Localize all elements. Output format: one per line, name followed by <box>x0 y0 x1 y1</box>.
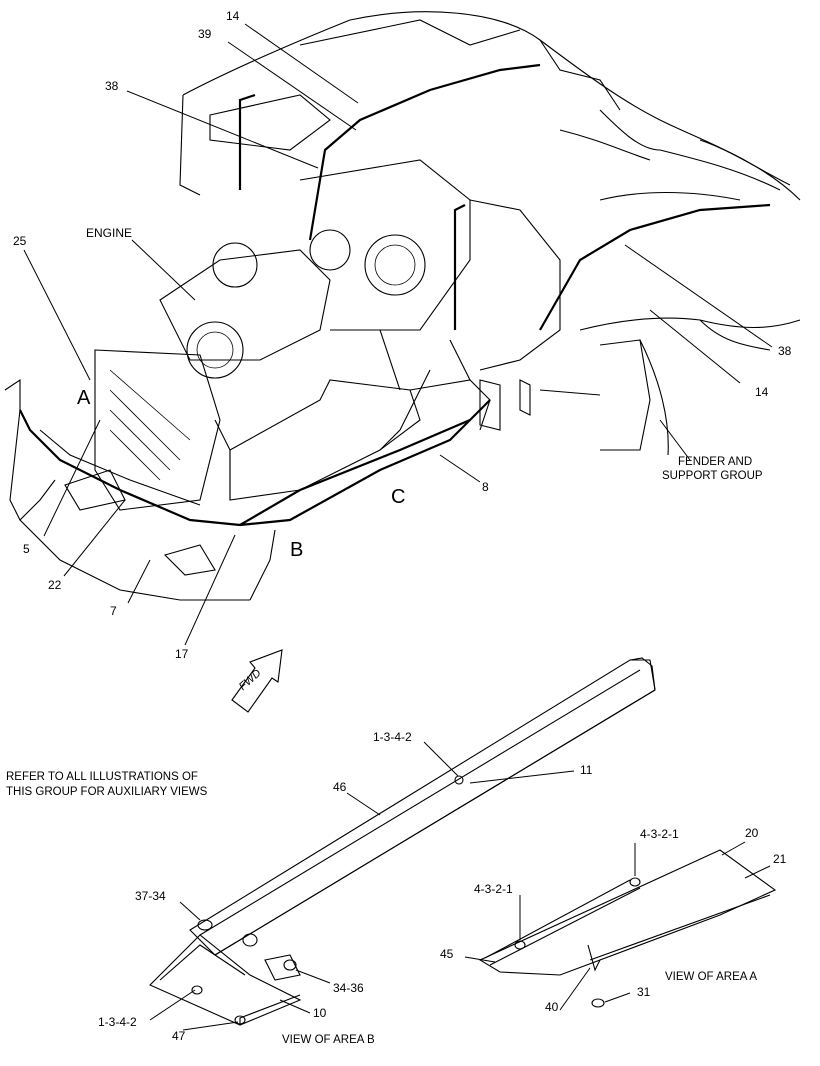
callout-4-3-2-1-left: 4-3-2-1 <box>474 882 513 896</box>
callout-47: 47 <box>172 1029 186 1043</box>
view-of-area-a-caption: VIEW OF AREA A <box>665 971 758 983</box>
callout-37-34: 37-34 <box>135 889 166 903</box>
area-a-marker: A <box>77 387 91 409</box>
callout-1-3-4-2-top: 1-3-4-2 <box>373 730 412 744</box>
callout-38-left: 38 <box>105 79 119 93</box>
fwd-arrow-icon <box>231 649 283 713</box>
callout-45: 45 <box>440 947 454 961</box>
label-engine: ENGINE <box>86 226 133 240</box>
callout-14-top: 14 <box>226 9 240 23</box>
callout-46: 46 <box>333 780 347 794</box>
callout-38-right: 38 <box>778 344 792 358</box>
plate-assembly-view-a <box>478 849 777 1008</box>
callout-7: 7 <box>110 604 117 618</box>
callout-34-36: 34-36 <box>333 981 364 995</box>
callout-4-3-2-1-right: 4-3-2-1 <box>640 827 679 841</box>
callout-14-right: 14 <box>755 385 769 399</box>
channel-assembly-view-b <box>149 657 656 1026</box>
callout-17: 17 <box>175 647 189 661</box>
fender-support-label-line1: FENDER AND <box>678 456 753 468</box>
callout-22: 22 <box>48 578 62 592</box>
callout-20: 20 <box>745 826 759 840</box>
area-c-marker: C <box>391 486 406 508</box>
leader-lines-upper <box>23 23 773 646</box>
machine-body-outline <box>4 11 801 601</box>
callout-31: 31 <box>637 985 651 999</box>
refer-note-line2: THIS GROUP FOR AUXILIARY VIEWS <box>6 786 208 798</box>
area-b-marker: B <box>290 539 304 561</box>
refer-note-line1: REFER TO ALL ILLUSTRATIONS OF <box>6 771 198 783</box>
callout-10: 10 <box>313 1006 327 1020</box>
fender-support-label-line2: SUPPORT GROUP <box>662 470 763 482</box>
callout-25: 25 <box>13 234 27 248</box>
callout-5: 5 <box>23 542 30 556</box>
callout-11: 11 <box>580 763 593 777</box>
callout-21: 21 <box>773 852 787 866</box>
callout-8: 8 <box>482 480 489 494</box>
callout-39: 39 <box>198 27 212 41</box>
callout-40: 40 <box>545 1000 559 1014</box>
callout-1-3-4-2-bottom: 1-3-4-2 <box>98 1015 137 1029</box>
leader-lines-lower <box>149 741 771 1031</box>
view-of-area-b-caption: VIEW OF AREA B <box>282 1034 375 1046</box>
